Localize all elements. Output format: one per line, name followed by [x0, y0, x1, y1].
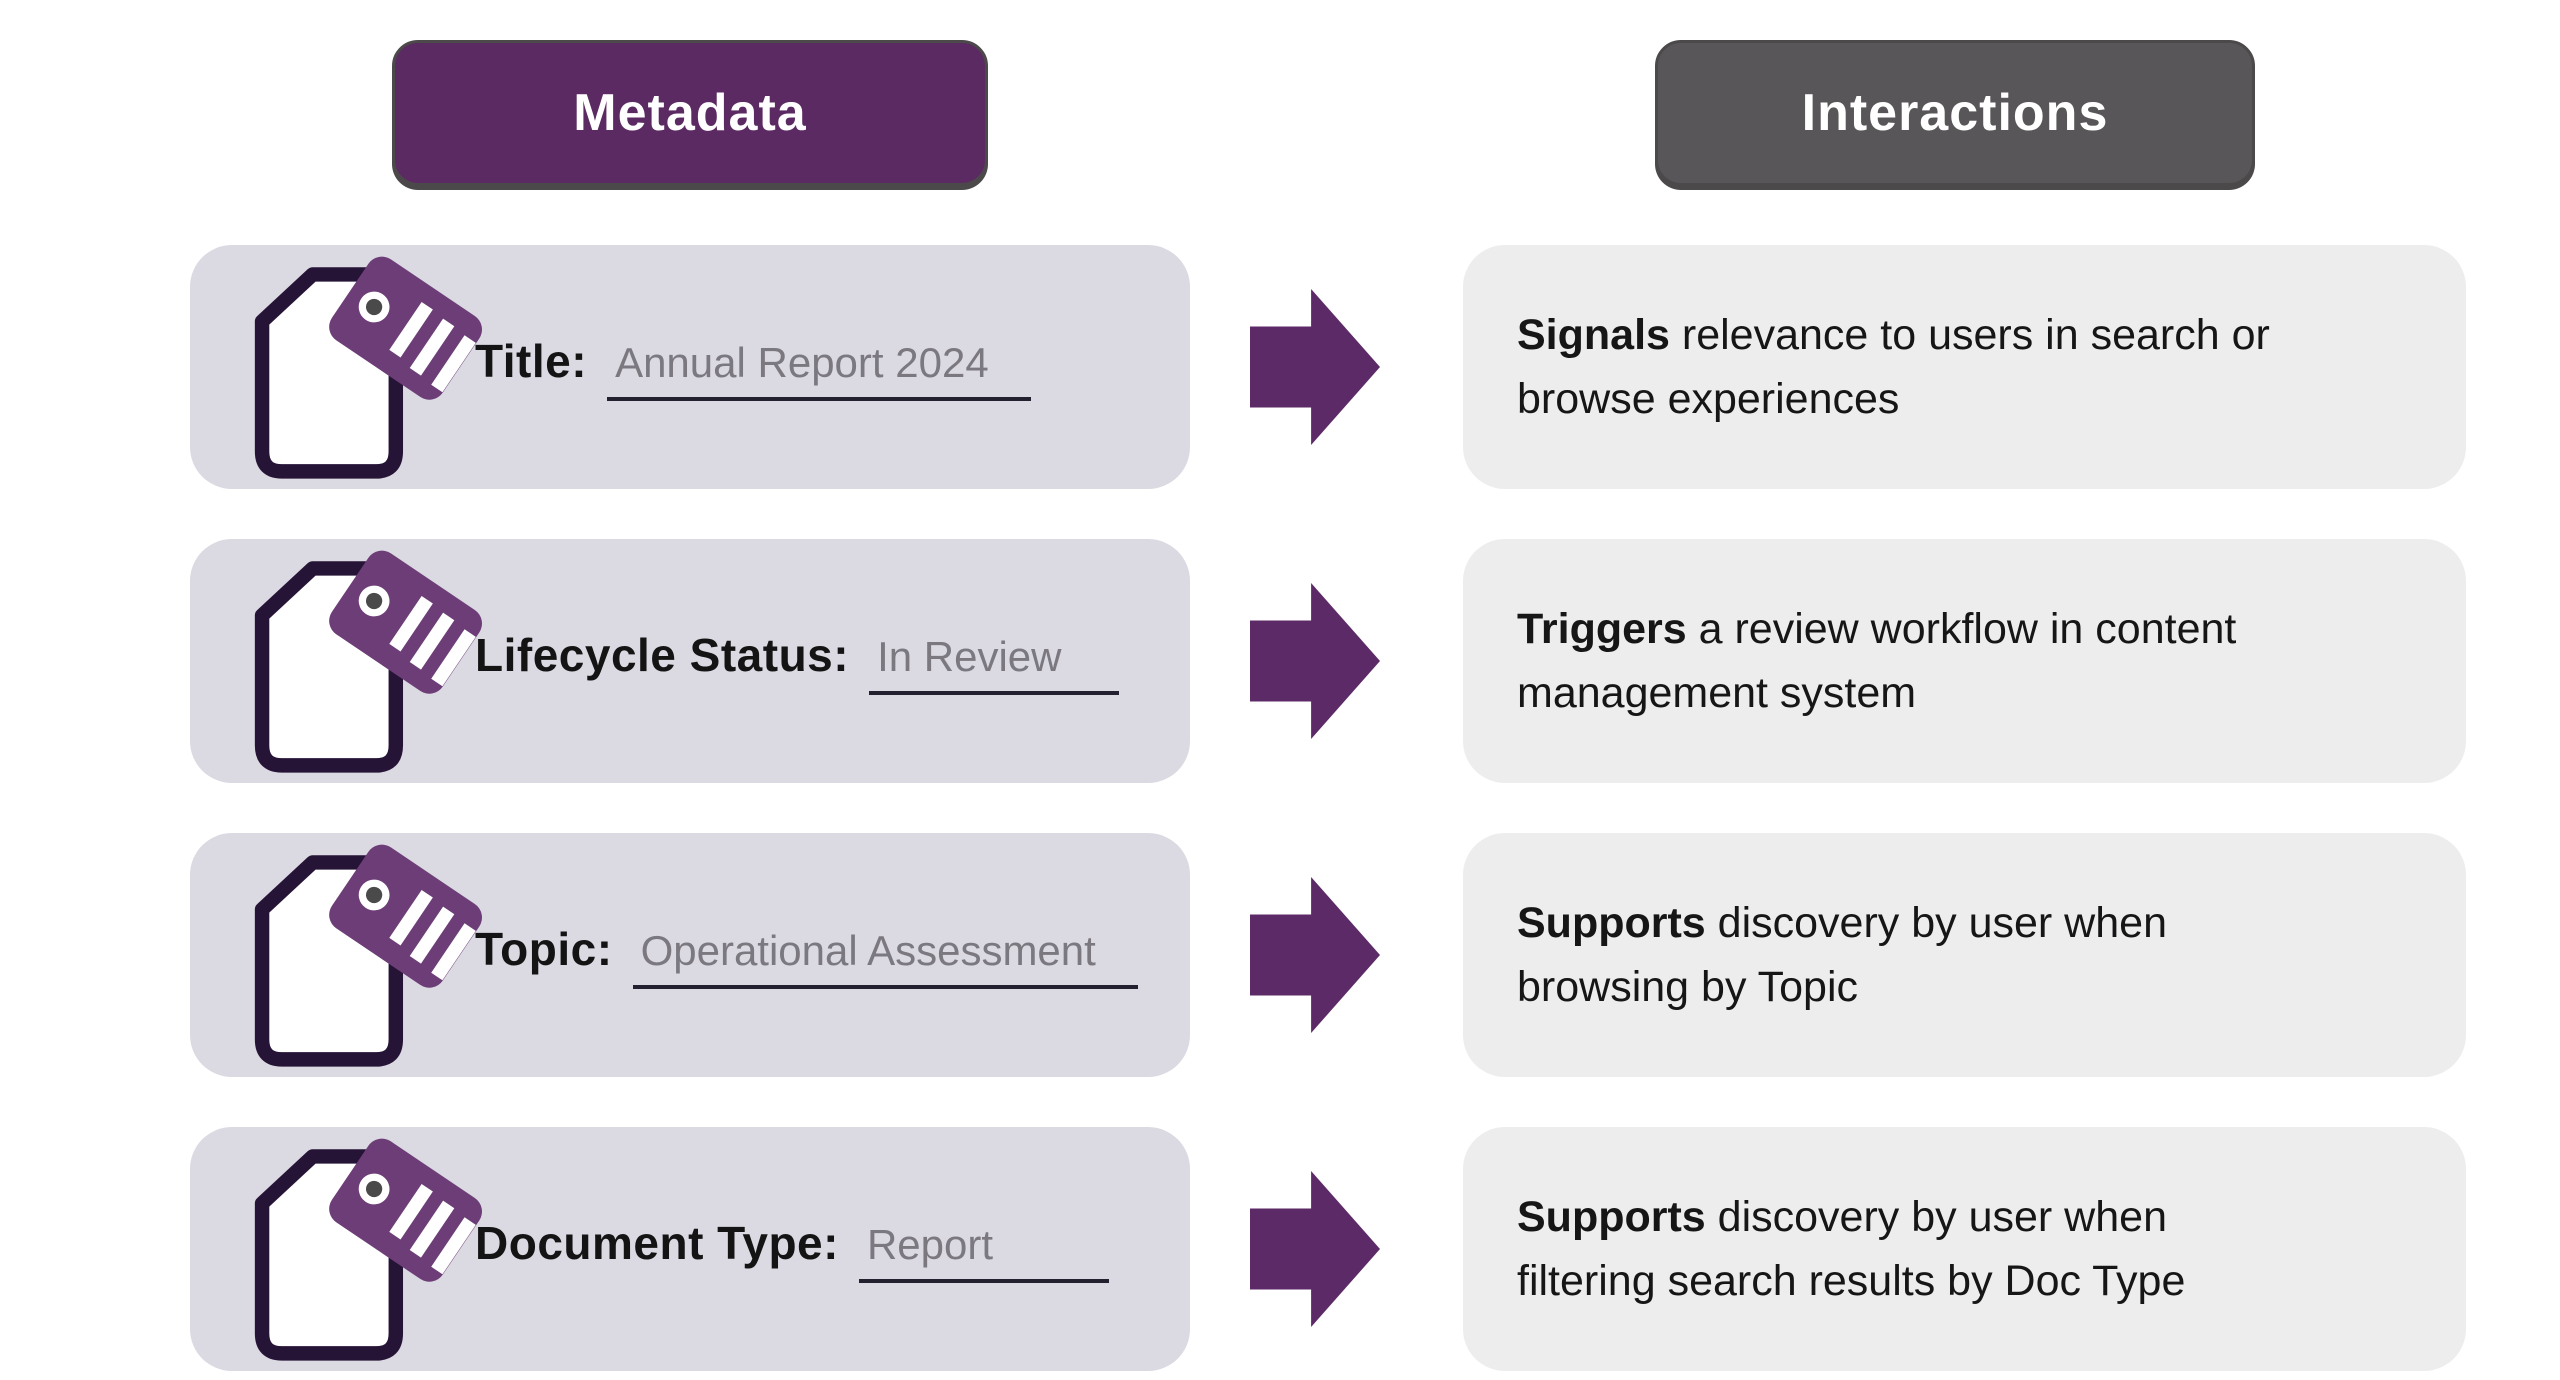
metadata-field-value: In Review	[869, 633, 1120, 695]
metadata-card: Topic: Operational Assessment	[190, 833, 1190, 1077]
interaction-text-line2: filtering search results by Doc Type	[1517, 1257, 2186, 1305]
metadata-column-header: Metadata	[392, 40, 988, 186]
document-with-tag-icon	[244, 1129, 497, 1370]
right-arrow-icon	[1250, 289, 1380, 445]
interaction-text-line1: Signals relevance to users in search or	[1517, 303, 2396, 368]
metadata-field-label: Document Type:	[475, 1216, 839, 1269]
metadata-field-value: Annual Report 2024	[607, 339, 1031, 401]
interaction-card: Signals relevance to users in search or …	[1463, 245, 2466, 489]
metadata-field-label: Topic:	[475, 922, 613, 975]
metadata-field-value: Operational Assessment	[632, 927, 1138, 989]
diagram-row: Lifecycle Status: In Review Triggers a r…	[190, 539, 2466, 783]
interaction-text-line2: browsing by Topic	[1517, 963, 1858, 1011]
interaction-text-line2: management system	[1517, 669, 1917, 717]
interaction-line1-rest: relevance to users in search or	[1669, 310, 2270, 359]
interaction-line1-rest: discovery by user when	[1705, 1192, 2167, 1241]
metadata-field-label: Lifecycle Status:	[475, 628, 850, 681]
metadata-card: Lifecycle Status: In Review	[190, 539, 1190, 783]
metadata-field: Title: Annual Report 2024	[475, 334, 1031, 401]
document-with-tag-icon	[244, 541, 497, 782]
metadata-field: Topic: Operational Assessment	[475, 922, 1138, 989]
diagram-row: Topic: Operational Assessment Supports d…	[190, 833, 2466, 1077]
interaction-text-line1: Supports discovery by user when	[1517, 1185, 2396, 1250]
interaction-line1-rest: a review workflow in content	[1686, 604, 2237, 653]
interaction-card: Triggers a review workflow in content ma…	[1463, 539, 2466, 783]
interaction-lead-word: Triggers	[1517, 604, 1687, 653]
interaction-text-line1: Triggers a review workflow in content	[1517, 597, 2396, 662]
interaction-text-line1: Supports discovery by user when	[1517, 891, 2396, 956]
interaction-card: Supports discovery by user when filterin…	[1463, 1127, 2466, 1371]
interaction-lead-word: Supports	[1517, 1192, 1706, 1241]
document-with-tag-icon	[244, 835, 497, 1076]
right-arrow-icon	[1250, 1171, 1380, 1327]
document-with-tag-icon	[244, 247, 497, 488]
interactions-column-header: Interactions	[1655, 40, 2255, 186]
metadata-field-label: Title:	[475, 334, 588, 387]
interaction-lead-word: Signals	[1517, 310, 1670, 359]
diagram-rows: Title: Annual Report 2024 Signals releva…	[190, 245, 2466, 1371]
right-arrow-icon	[1250, 583, 1380, 739]
metadata-field-value: Report	[858, 1221, 1109, 1283]
metadata-card: Title: Annual Report 2024	[190, 245, 1190, 489]
metadata-field: Document Type: Report	[475, 1216, 1109, 1283]
diagram-row: Document Type: Report Supports discovery…	[190, 1127, 2466, 1371]
interaction-lead-word: Supports	[1517, 898, 1706, 947]
interaction-line1-rest: discovery by user when	[1705, 898, 2167, 947]
metadata-field: Lifecycle Status: In Review	[475, 628, 1120, 695]
metadata-card: Document Type: Report	[190, 1127, 1190, 1371]
diagram-row: Title: Annual Report 2024 Signals releva…	[190, 245, 2466, 489]
interaction-text-line2: browse experiences	[1517, 375, 1900, 423]
interaction-card: Supports discovery by user when browsing…	[1463, 833, 2466, 1077]
right-arrow-icon	[1250, 877, 1380, 1033]
